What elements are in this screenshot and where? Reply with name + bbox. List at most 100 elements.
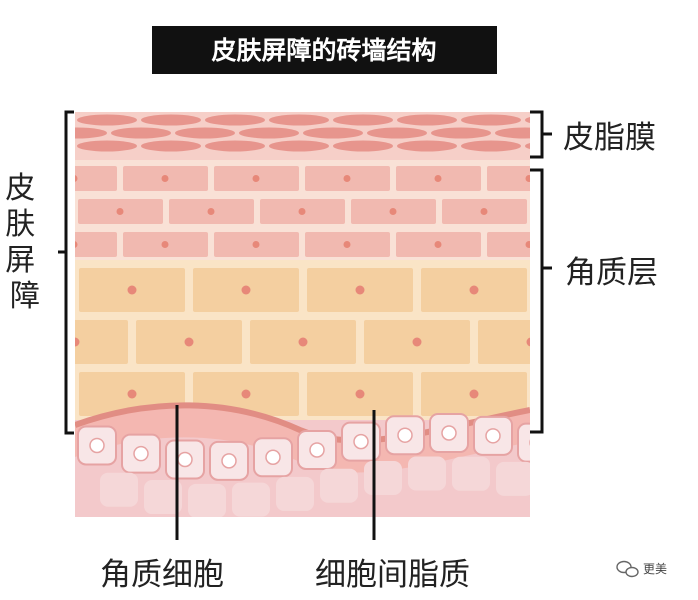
left-bracket (58, 110, 74, 435)
wall-illustration (0, 112, 641, 517)
brick-nucleus (75, 337, 80, 347)
brick-nucleus (412, 337, 422, 347)
base-cell-nucleus (529, 439, 530, 446)
base-cell-nucleus (89, 437, 105, 454)
sebum-lens (77, 140, 137, 152)
base-cell-lower (232, 482, 270, 517)
brick-nucleus (252, 241, 260, 248)
sebum-lens (525, 116, 530, 124)
label-skin-barrier-char: 肤 (5, 207, 35, 242)
base-cell-nucleus (265, 449, 281, 465)
sebum-lens (431, 127, 491, 139)
lower-brick (478, 320, 530, 364)
base-cell-nucleus (485, 428, 501, 444)
label-skin-barrier-char: 屏 (5, 243, 35, 278)
lower-brick (0, 372, 71, 416)
brick-nucleus (241, 389, 251, 399)
brick-nucleus (298, 337, 308, 347)
base-cell-lower (364, 461, 402, 496)
sebum-lens (367, 127, 427, 139)
sebum-lens (303, 127, 363, 139)
brick-nucleus (127, 389, 137, 399)
sebum-lens (461, 140, 521, 152)
label-skin-barrier: 皮 肤 屏 障 (5, 171, 45, 314)
brick-nucleus (252, 175, 260, 182)
sebum-lens (111, 127, 171, 139)
base-cell-lower (320, 468, 358, 503)
upper-brick (533, 199, 618, 224)
brick-nucleus (75, 175, 78, 182)
right-bracket-sebum (530, 110, 552, 159)
brick-nucleus (480, 208, 488, 215)
sebum-lenses (75, 114, 530, 152)
label-intercellular-lipid: 细胞间脂质 (315, 557, 470, 593)
base-cell-nucleus (177, 451, 193, 468)
brick-nucleus (343, 175, 351, 182)
base-cell-lower (276, 476, 314, 511)
brick-nucleus (14, 390, 23, 399)
base-cell-nucleus (441, 425, 457, 441)
lower-bricks (0, 268, 641, 416)
base-cell (517, 422, 530, 463)
lower-brick (535, 372, 641, 416)
base-cell-lower (188, 483, 226, 517)
sebum-lens (77, 114, 137, 126)
sebum-lens (333, 140, 393, 152)
label-sebum-film: 皮脂膜 (563, 120, 656, 156)
watermark: 更美 (616, 560, 667, 578)
base-cell-lower (496, 461, 530, 496)
sebum-lens (175, 127, 235, 139)
brick-nucleus (75, 241, 78, 248)
brick-nucleus (161, 241, 169, 248)
sebum-lens (461, 114, 521, 126)
sebum-lens (495, 127, 530, 139)
sebum-lens (397, 140, 457, 152)
label-stratum-corneum: 角质层 (565, 255, 658, 291)
brick-nucleus (207, 208, 215, 215)
label-skin-barrier-char: 皮 (5, 171, 35, 206)
base-cell-lower (408, 456, 446, 491)
brick-nucleus (526, 337, 530, 347)
brick-nucleus (469, 285, 479, 295)
upper-bricks (75, 166, 618, 257)
upper-brick (75, 232, 117, 257)
base-cell-lower (144, 480, 182, 515)
wechat-icon (616, 560, 639, 578)
sebum-lens (397, 114, 457, 126)
brick-nucleus (584, 390, 593, 399)
sebum-lens (205, 140, 265, 152)
watermark-text: 更美 (643, 562, 667, 576)
sebum-lens (75, 127, 107, 139)
label-corneocyte: 角质细胞 (100, 557, 224, 593)
sebum-lens (525, 142, 530, 150)
base-cell-nucleus (397, 427, 413, 443)
sebum-lens (269, 114, 329, 126)
base-cell-lower (100, 472, 138, 507)
title-banner: 皮肤屏障的砖墙结构 (152, 26, 497, 74)
label-skin-barrier-char: 障 (10, 279, 40, 314)
brick-nucleus (161, 175, 169, 182)
brick-nucleus (572, 208, 579, 215)
brick-nucleus (469, 389, 479, 399)
base-cell-nucleus (353, 433, 369, 450)
sebum-lens (239, 127, 299, 139)
upper-brick (487, 166, 530, 191)
brick-nucleus (355, 285, 365, 295)
base-cell-nucleus (221, 453, 237, 469)
base-cell-nucleus (309, 442, 325, 458)
right-bracket-stratum (530, 168, 552, 434)
brick-nucleus (525, 175, 530, 182)
brick-nucleus (298, 208, 306, 215)
brick-nucleus (525, 241, 530, 248)
sebum-lens (333, 114, 393, 126)
brick-nucleus (127, 285, 137, 295)
brick-nucleus (343, 241, 351, 248)
brick-nucleus (355, 389, 365, 399)
sebum-lens (141, 114, 201, 126)
base-cell-lower (452, 456, 490, 491)
lower-brick (75, 320, 128, 364)
sebum-lens (205, 114, 265, 126)
sebum-lens (269, 140, 329, 152)
brick-nucleus (184, 337, 194, 347)
